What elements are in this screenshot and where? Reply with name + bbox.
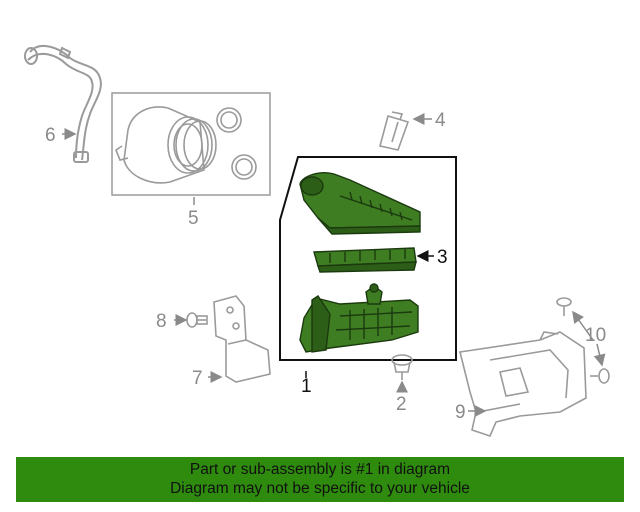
banner-line-1: Part or sub-assembly is #1 in diagram: [189, 461, 451, 478]
assembly-1-frame: [279, 156, 457, 361]
callout-10: 10: [585, 325, 606, 346]
callout-2: 2: [396, 394, 407, 415]
part-5-frame: [111, 92, 271, 196]
callout-9: 9: [455, 402, 466, 423]
air-cleaner-housing[interactable]: [299, 283, 419, 353]
bolt-part-8[interactable]: [186, 312, 208, 328]
grommet-part-2[interactable]: [391, 354, 413, 380]
callout-5: 5: [188, 208, 199, 229]
callout-6: 6: [45, 125, 56, 146]
banner-line-2: Diagram may not be specific to your vehi…: [170, 480, 470, 497]
callout-8: 8: [156, 311, 167, 332]
info-banner: Part or sub-assembly is #1 in diagram Di…: [16, 457, 624, 502]
callout-4: 4: [435, 110, 446, 131]
push-pin-part-10[interactable]: [556, 297, 610, 384]
intake-duct-part-5[interactable]: [115, 106, 257, 184]
callout-7: 7: [192, 368, 203, 389]
callout-3: 3: [437, 247, 448, 268]
callout-1: 1: [301, 376, 312, 397]
bracket-part-7[interactable]: [213, 295, 271, 383]
air-filter-element-part-3[interactable]: [313, 247, 417, 273]
air-deflector-part-9[interactable]: [459, 331, 587, 437]
air-cleaner-cover[interactable]: [299, 172, 421, 235]
sensor-part-4[interactable]: [379, 111, 410, 151]
hose-part-6[interactable]: [24, 44, 102, 163]
